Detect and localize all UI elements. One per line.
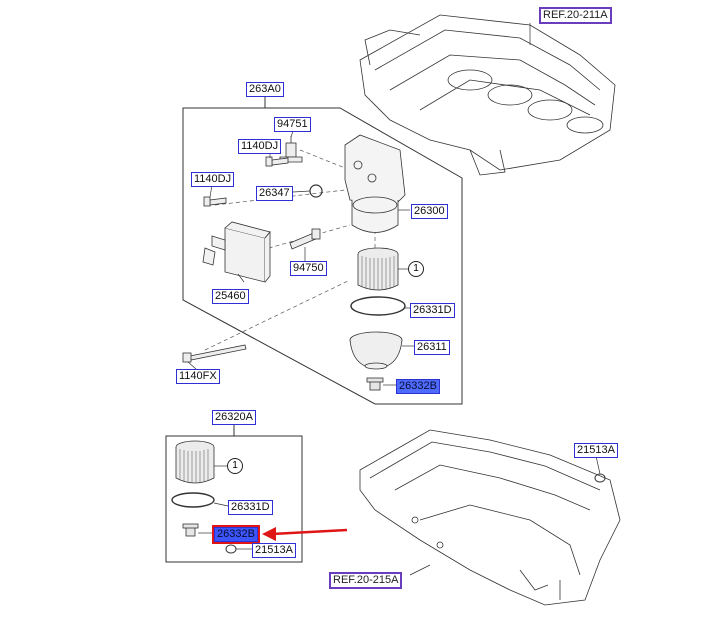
part-label-94750[interactable]: 94750 (290, 261, 327, 276)
callout-circle-1-kit: 1 (227, 458, 243, 474)
part-label-26320a[interactable]: 26320A (212, 410, 256, 425)
kit-washer-drawing (225, 544, 237, 554)
oil-pan-drawing (359, 429, 621, 606)
kit-plug-drawing (182, 523, 199, 537)
gasket-26347-drawing (309, 184, 323, 198)
part-label-26332b[interactable]: 26332B (396, 379, 440, 394)
oring-drawing (350, 296, 406, 316)
filter-housing-drawing (344, 134, 406, 233)
filter-element-drawing (357, 247, 399, 291)
part-label-26347[interactable]: 26347 (256, 186, 293, 201)
part-label-94751[interactable]: 94751 (274, 117, 311, 132)
part-label-kit-21513a[interactable]: 21513A (252, 543, 296, 558)
part-label-1140dj-b[interactable]: 1140DJ (191, 172, 235, 187)
kit-oring-drawing (171, 492, 215, 508)
part-label-kit-26332b[interactable]: 26332B (212, 525, 260, 544)
sensor-94751-drawing (279, 136, 303, 163)
part-label-1140dj-a[interactable]: 1140DJ (238, 139, 282, 154)
assembly-box (182, 95, 463, 405)
part-label-26331d[interactable]: 26331D (410, 303, 455, 318)
callout-circle-1: 1 (408, 261, 424, 277)
part-label-kit-26331d[interactable]: 26331D (228, 500, 273, 515)
part-label-26300[interactable]: 26300 (411, 204, 448, 219)
leader-lines (187, 23, 601, 576)
ref-label-top[interactable]: REF.20-211A (539, 7, 612, 24)
part-label-25460[interactable]: 25460 (212, 289, 249, 304)
kit-filter-drawing (175, 440, 215, 484)
part-label-26311[interactable]: 26311 (414, 340, 450, 355)
part-label-1140fx[interactable]: 1140FX (176, 369, 220, 384)
drain-plug-drawing (366, 377, 384, 391)
highlight-arrow (262, 527, 348, 541)
filter-cap-drawing (349, 331, 403, 370)
sensor-94750-drawing (289, 228, 321, 250)
oil-cooler-drawing (202, 221, 271, 283)
part-label-263a0[interactable]: 263A0 (246, 82, 284, 97)
pan-washer-drawing (594, 473, 606, 483)
ref-label-bottom[interactable]: REF.20-215A (329, 572, 403, 589)
kit-box (165, 425, 303, 563)
engine-block-drawing (359, 14, 616, 176)
bolt-drawings (182, 156, 289, 363)
part-label-21513a[interactable]: 21513A (574, 443, 618, 458)
